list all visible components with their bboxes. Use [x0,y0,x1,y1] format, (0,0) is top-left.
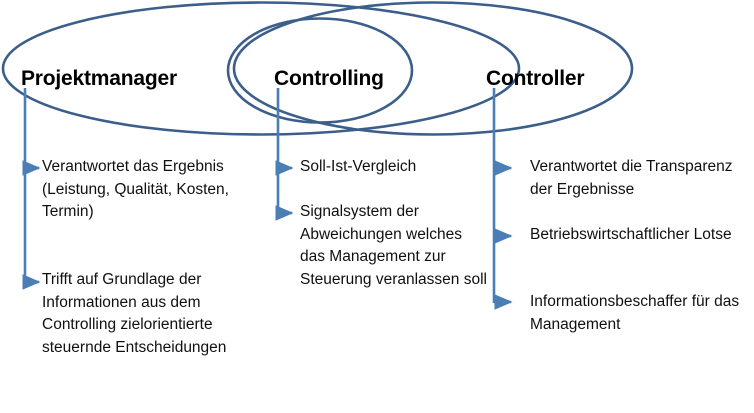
connector-controller [492,88,513,310]
set-title-projektmanager: Projektmanager [21,67,177,90]
set-title-controller: Controller [486,67,585,90]
bullet-controlling-2: Signalsystem der Abweichungen welches da… [300,203,487,288]
bullet-projektmanager-1: Verantwortet das Ergebnis (Leistung, Qua… [42,158,229,221]
bullet-controlling-1: Soll-Ist-Vergleich [300,158,417,175]
bullet-controller-1: Verantwortet die Transparenz der Ergebni… [530,158,733,198]
connector-controlling [275,88,294,221]
set-title-controlling: Controlling [274,67,384,90]
connector-projektmanager [22,88,41,290]
bullet-controller-3: Informationsbeschaffer für das Managemen… [530,293,740,333]
bullet-projektmanager-2: Trifft auf Grundlage der Informationen a… [42,271,227,356]
bullet-controller-2: Betriebswirtschaftlicher Lotse [530,226,732,243]
